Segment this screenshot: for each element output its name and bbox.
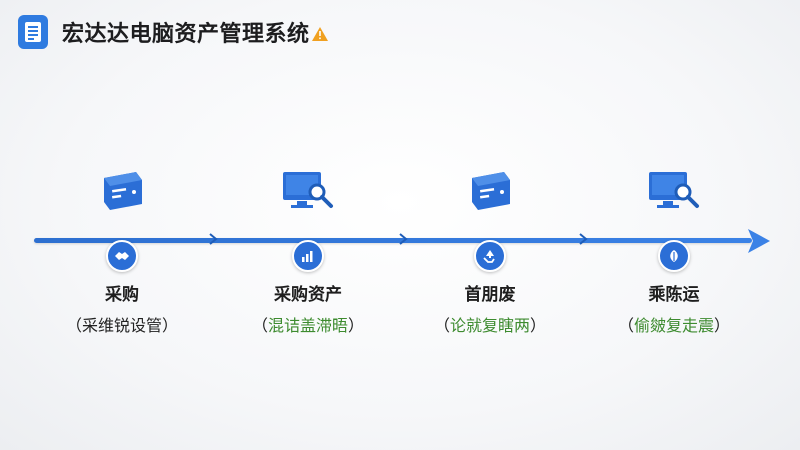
document-list-icon (18, 15, 48, 49)
leaf-icon (658, 240, 690, 272)
stage-name: 采购 (105, 285, 139, 305)
bar-chart-icon (292, 240, 324, 272)
timeline-line (34, 238, 752, 243)
page-title: 宏达达电脑资产管理系统 (62, 22, 310, 47)
chevron-right-icon (579, 233, 588, 245)
stage-description: （混诘盖滞晤） (251, 316, 365, 335)
chevron-right-icon (209, 233, 218, 245)
computer-case-icon (98, 170, 146, 216)
stage-description: （偷皴复走震） (617, 316, 731, 335)
warning-icon (311, 26, 328, 45)
stage-name: 乘陈运 (648, 285, 700, 305)
stage-name: 首朋废 (464, 285, 516, 305)
monitor-search-icon (647, 170, 701, 216)
monitor-search-icon (281, 170, 335, 216)
timeline-arrowhead-icon (748, 229, 770, 253)
app-header: 宏达达电脑资产管理系统 (18, 14, 328, 50)
chevron-right-icon (399, 233, 408, 245)
stage-description: （采维锐设管） (65, 316, 179, 335)
computer-case-icon (466, 170, 514, 216)
stage-description: （论就复瞎两） (433, 316, 547, 335)
recycle-icon (474, 240, 506, 272)
handshake-icon (106, 240, 138, 272)
stage-name: 采购资产 (274, 285, 342, 305)
